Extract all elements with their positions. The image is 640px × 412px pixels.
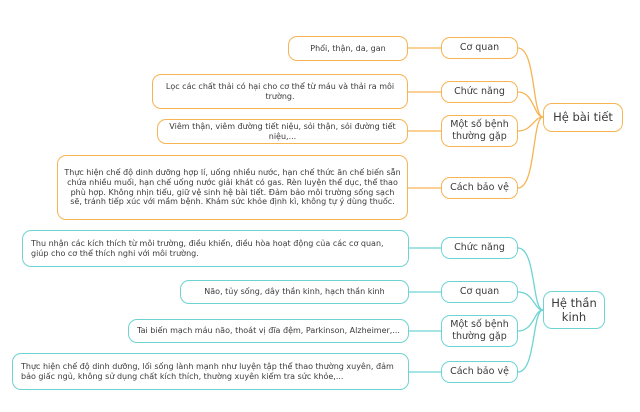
label-node-co-quan-tk: Cơ quan — [441, 281, 518, 303]
label-node-co-quan: Cơ quan — [441, 37, 518, 59]
label-node-cach-bao-ve-tk: Cách bảo vệ — [441, 361, 518, 383]
desc-node-cach-bao-ve: Thực hiện chế độ dinh dưỡng hợp lí, uống… — [57, 155, 408, 220]
desc-node-chuc-nang: Lọc các chất thải có hại cho cơ thể từ m… — [152, 74, 408, 109]
label-node-mot-so-benh: Một số bệnh thường gặp — [441, 115, 518, 147]
desc-node-co-quan-tk: Não, tủy sống, dây thần kinh, hạch thần … — [180, 280, 409, 304]
desc-node-co-quan: Phổi, thận, da, gan — [288, 36, 408, 61]
label-node-cach-bao-ve: Cách bảo vệ — [441, 177, 518, 199]
label-node-chuc-nang: Chức năng — [441, 81, 518, 103]
desc-node-mot-so-benh: Viêm thận, viêm đường tiết niệu, sỏi thậ… — [157, 119, 408, 144]
desc-node-chuc-nang-tk: Thu nhận các kích thích từ môi trường, đ… — [22, 230, 409, 267]
desc-node-mot-so-benh-tk: Tai biến mạch máu não, thoát vị đĩa đệm,… — [128, 319, 409, 343]
root-node-he-bai-tiet: Hệ bài tiết — [543, 103, 623, 132]
desc-node-cach-bao-ve-tk: Thực hiện chế độ dinh dưỡng, lối sống là… — [12, 353, 409, 390]
label-node-mot-so-benh-tk: Một số bệnh thường gặp — [441, 315, 518, 347]
root-node-he-than-kinh: Hệ thần kinh — [543, 291, 605, 329]
label-node-chuc-nang-tk: Chức năng — [441, 237, 518, 259]
